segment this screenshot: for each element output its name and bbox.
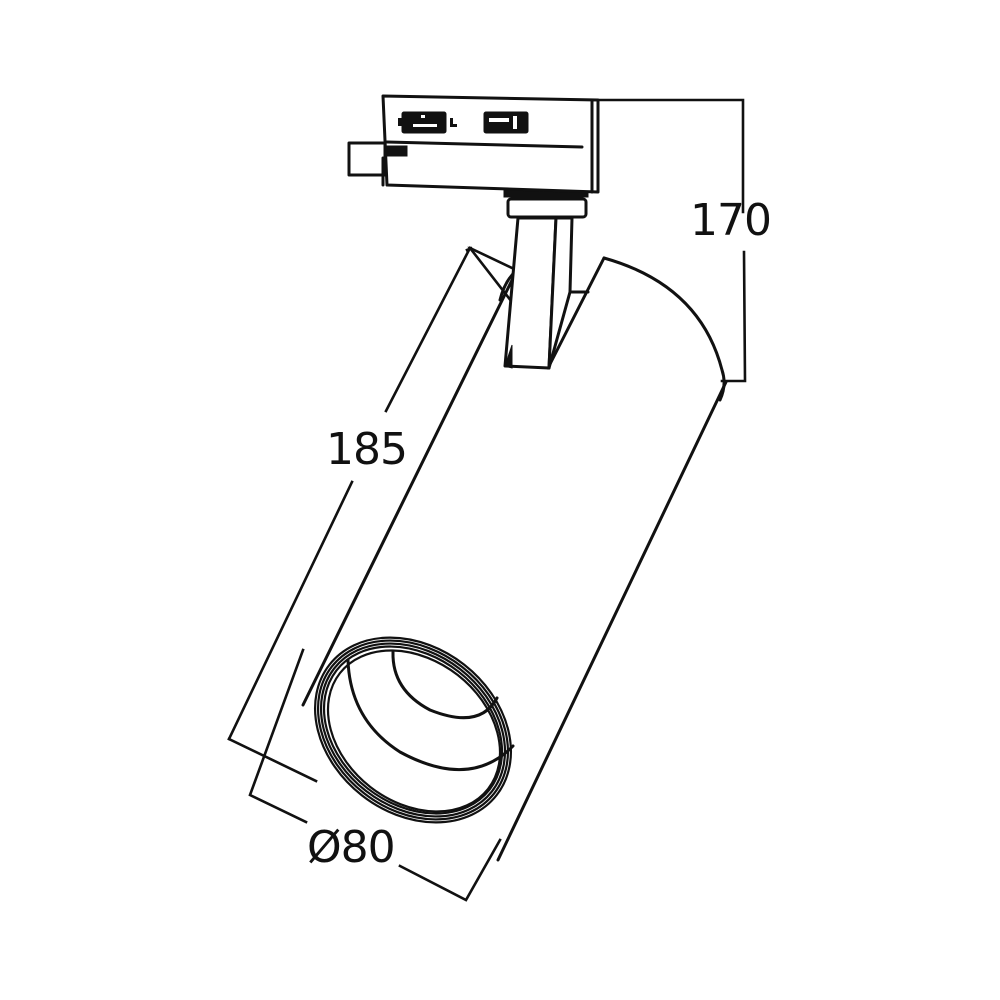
height-dimension-label: 170 <box>690 195 772 246</box>
length-dimension-label: 185 <box>326 424 408 475</box>
diameter-dimension-line <box>248 648 502 902</box>
front-bezel <box>313 636 513 824</box>
rotation-collar <box>503 188 589 219</box>
track-adapter <box>347 94 600 194</box>
length-dimension-line <box>227 246 517 783</box>
mounting-arm <box>503 216 590 370</box>
height-dimension-line <box>598 98 747 383</box>
reflector-cone <box>346 650 515 771</box>
diameter-dimension-label: Ø80 <box>307 822 396 873</box>
adapter-contact-slot-left <box>398 111 457 134</box>
adapter-contact-slot-right <box>483 111 529 134</box>
cylindrical-body <box>301 256 728 862</box>
